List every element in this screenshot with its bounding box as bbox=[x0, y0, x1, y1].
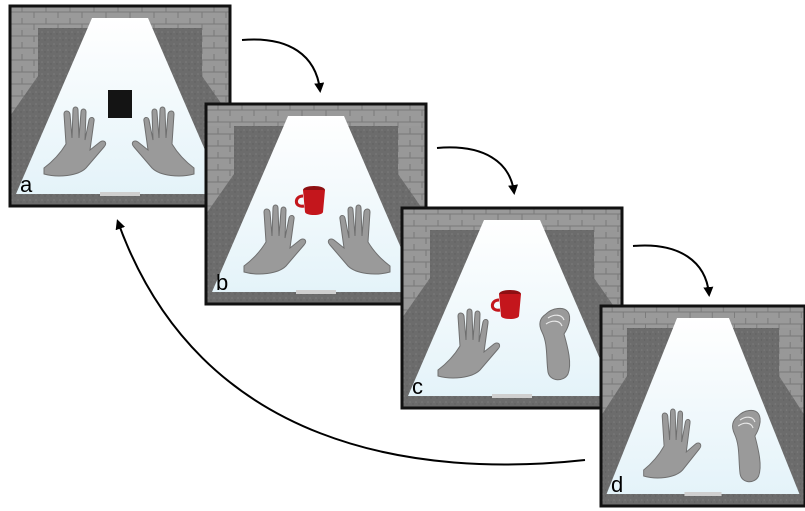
black-cube-icon bbox=[108, 90, 132, 118]
panel-d-label: d bbox=[611, 472, 623, 497]
return-arrow-icon bbox=[115, 219, 586, 466]
panel-a: a bbox=[8, 4, 232, 208]
curved-arrow-icon bbox=[241, 38, 325, 93]
panel-b: b bbox=[204, 102, 428, 306]
panel-b-label: b bbox=[216, 270, 228, 295]
panel-d: d bbox=[599, 304, 805, 508]
panel-c-label: c bbox=[412, 374, 423, 399]
panel-a-label: a bbox=[20, 172, 33, 197]
curved-arrow-icon bbox=[632, 244, 714, 297]
curved-arrow-icon bbox=[436, 146, 519, 195]
panel-c: c bbox=[400, 206, 624, 410]
